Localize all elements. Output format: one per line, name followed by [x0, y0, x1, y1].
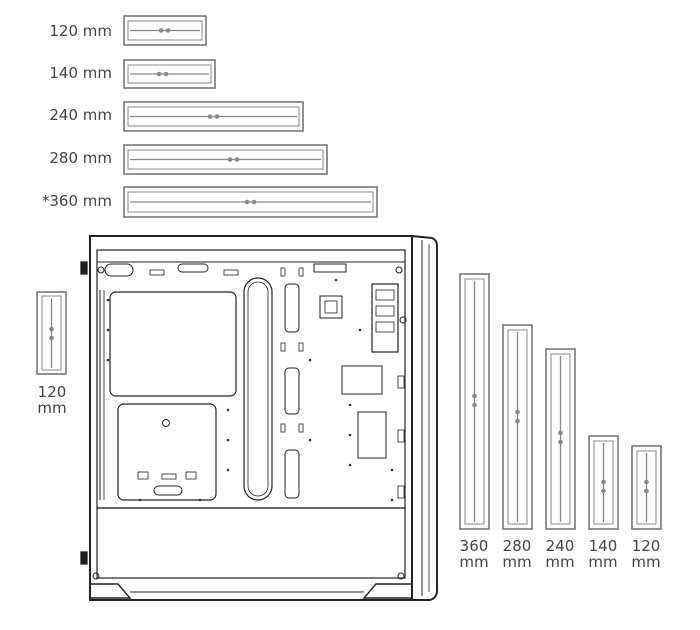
front-radiator-360: [459, 273, 490, 530]
front-radiator-unit: mm: [502, 553, 532, 571]
rear-radiator-120: [36, 291, 67, 375]
top-radiator-label-140: 140 mm: [49, 64, 112, 82]
front-radiator-size: 120: [631, 537, 661, 555]
front-radiator-label-120: 120 mm: [621, 538, 671, 570]
front-radiator-size: 240: [545, 537, 575, 555]
rear-radiator-size: 120: [37, 383, 67, 401]
front-radiator-140: [588, 435, 619, 530]
top-radiator-240: [123, 101, 304, 132]
mount-holes: [106, 278, 394, 502]
front-radiator-240: [545, 348, 576, 530]
front-radiator-size: 140: [588, 537, 618, 555]
top-radiator-280: [123, 144, 328, 175]
top-radiator-360: [123, 186, 378, 218]
top-radiator-label-360: *360 mm: [41, 192, 112, 210]
top-radiator-label-120: 120 mm: [49, 22, 112, 40]
front-radiator-280: [502, 324, 533, 530]
front-radiator-unit: mm: [459, 553, 489, 571]
front-radiator-unit: mm: [545, 553, 575, 571]
front-radiator-label-360: 360 mm: [449, 538, 499, 570]
top-radiator-140: [123, 59, 216, 89]
front-radiator-label-140: 140 mm: [578, 538, 628, 570]
pc-case: [80, 235, 438, 601]
front-radiator-size: 280: [502, 537, 532, 555]
front-radiator-label-280: 280 mm: [492, 538, 542, 570]
front-radiator-unit: mm: [631, 553, 661, 571]
front-radiator-label-240: 240 mm: [535, 538, 585, 570]
front-radiator-120: [631, 445, 662, 530]
top-radiator-label-240: 240 mm: [49, 106, 112, 124]
rear-radiator-unit: mm: [37, 399, 67, 417]
front-radiator-size: 360: [459, 537, 489, 555]
top-radiator-label-280: 280 mm: [49, 149, 112, 167]
top-radiator-120: [123, 15, 207, 46]
front-radiator-unit: mm: [588, 553, 618, 571]
rear-radiator-label: 120 mm: [27, 384, 77, 416]
